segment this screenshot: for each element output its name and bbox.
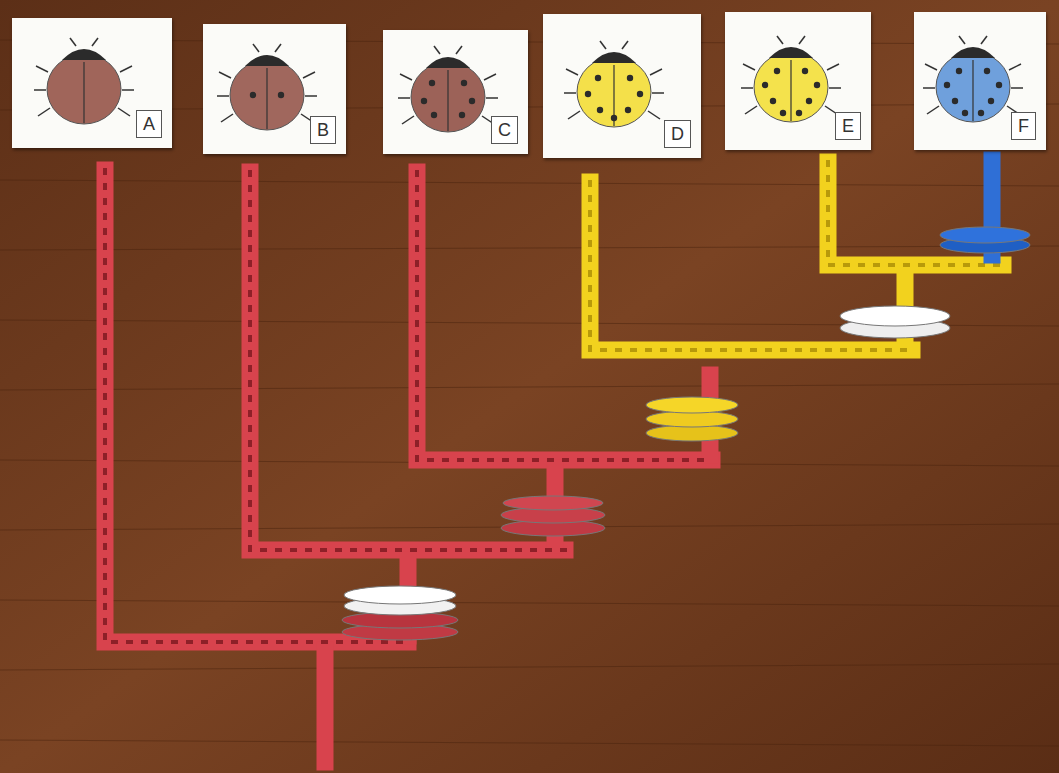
species-card: B xyxy=(203,24,346,154)
card-letter: D xyxy=(664,120,691,148)
card-letter: F xyxy=(1011,112,1036,140)
card-letter: A xyxy=(136,110,162,138)
card-letter: B xyxy=(310,116,336,144)
card-letter: C xyxy=(491,116,518,144)
species-card: A xyxy=(12,18,172,148)
species-card: E xyxy=(725,12,871,150)
card-letter: E xyxy=(835,112,861,140)
species-card: F xyxy=(914,12,1046,150)
species-card: D xyxy=(543,14,701,158)
species-card: C xyxy=(383,30,528,154)
